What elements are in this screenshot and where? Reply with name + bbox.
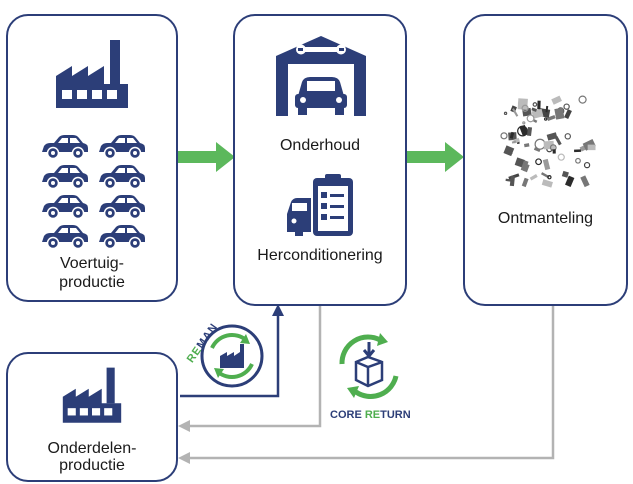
car-icon [42, 135, 88, 160]
return-arrowhead-maintenance [178, 420, 190, 432]
vehicle-production-label: Voertuig- productie [8, 254, 176, 292]
car-icon [99, 165, 145, 190]
core-return-badge-icon: CORE RETURN [330, 333, 411, 421]
vehicle-production-label-line2: productie [59, 274, 125, 291]
dismantling-label: Ontmanteling [497, 210, 594, 227]
reman-badge-icon: REMAN [185, 321, 264, 388]
parts-production-label-line2: productie [59, 457, 125, 474]
core-return-text: CORE RETURN [330, 409, 411, 421]
factory-icon [56, 40, 128, 108]
car-icon [42, 195, 88, 220]
parts-production-label: Onderdelen- productie [8, 440, 176, 474]
maintenance-box: Onderhoud Herconditionering [233, 14, 407, 306]
forward-arrow-2 [407, 142, 464, 172]
vehicle-production-label-line1: Voertuig- [59, 255, 125, 272]
forward-arrow-1 [176, 142, 235, 172]
vehicle-production-box: Voertuig- productie [6, 14, 178, 302]
car-icon [42, 165, 88, 190]
car-grid [40, 134, 150, 252]
recondition-label: Herconditionering [257, 247, 383, 264]
car-icon [99, 135, 145, 160]
return-arrowhead-dismantling [178, 452, 190, 464]
reman-arrowhead [272, 304, 284, 316]
car-icon [99, 195, 145, 220]
reman-line [180, 312, 280, 398]
parts-production-box: Onderdelen- productie [6, 352, 178, 482]
car-icon [99, 225, 145, 250]
parts-production-label-line1: Onderdelen- [47, 440, 137, 457]
maintenance-label: Onderhoud [279, 137, 361, 154]
return-line-dismantling [186, 306, 555, 460]
return-line-maintenance [186, 306, 322, 428]
car-icon [42, 225, 88, 250]
garage-repair-icon [276, 36, 366, 116]
clipboard-checklist-icon [287, 174, 353, 236]
dismantling-box: Ontmanteling [463, 14, 628, 306]
factory-icon [62, 367, 122, 423]
car-parts-photo [500, 95, 596, 188]
